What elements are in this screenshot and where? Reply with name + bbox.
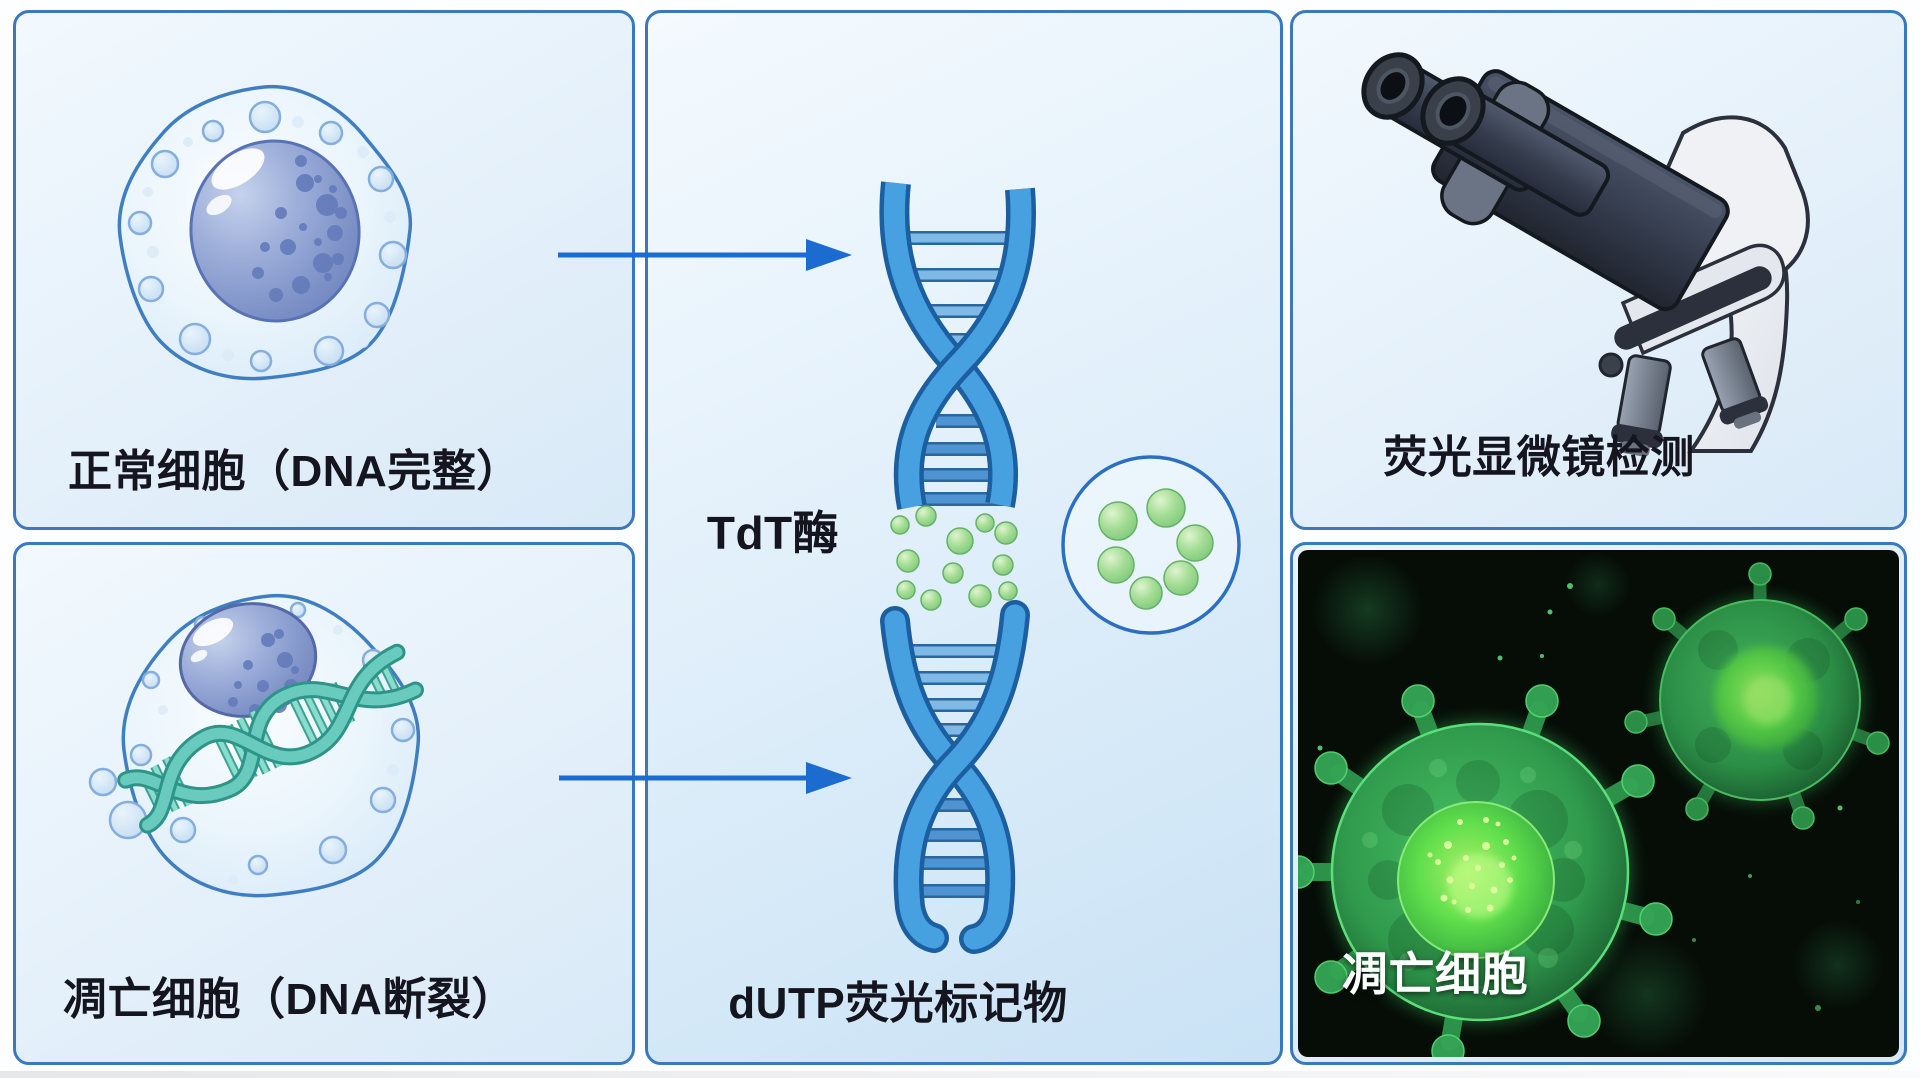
normal-cell-label: 正常细胞（DNA完整） (68, 447, 521, 496)
spike-knobs (1298, 684, 1673, 1057)
cell-nucleus-large (1397, 801, 1555, 959)
dutp-dots (890, 505, 1018, 611)
apoptotic-cell-small (1624, 562, 1890, 830)
dutp-label: dUTP荧光标记物 (728, 979, 1068, 1028)
cytoplasm-speckles (143, 116, 396, 361)
apoptotic-cell-illustration (88, 593, 632, 898)
dna-top-fragment (894, 183, 1021, 507)
eyepiece-opening-left (1361, 52, 1425, 120)
nucleus (189, 139, 361, 323)
panel-micrograph: 凋亡细胞 (1290, 542, 1907, 1065)
cytoplasm-vesicles (88, 601, 416, 876)
panel-tunel-reaction: TdT酶 dUTP荧光标记物 (645, 10, 1283, 1065)
panel-apoptotic-cell: 凋亡细胞（DNA断裂） (13, 542, 635, 1065)
apoptotic-cells-fluorescent-art (1298, 553, 1890, 1057)
nucleus-highlight (211, 148, 265, 190)
chromatin-spots (252, 155, 347, 302)
page-bottom-edge (0, 1071, 1920, 1078)
panel-normal-cell: 正常细胞（DNA完整） (13, 10, 635, 530)
tdt-enzyme-label: TdT酶 (706, 507, 840, 559)
cytoplasm-vesicles (127, 100, 408, 373)
apoptotic-cell-large (1298, 684, 1673, 1057)
micrograph-label: 凋亡细胞 (1342, 948, 1528, 1000)
nucleus-speckles (1427, 817, 1517, 913)
objective-lens-2 (1701, 337, 1769, 429)
objective-lens-1 (1611, 354, 1672, 457)
apoptotic-cell-body (88, 593, 420, 898)
cytoplasm-speckles (158, 625, 399, 885)
normal-cell-illustration (117, 84, 413, 381)
debris-dots (1317, 583, 1860, 1011)
microscope-label: 荧光显微镜检测 (1383, 433, 1695, 482)
fluorescence-micrograph: 凋亡细胞 (1298, 550, 1899, 1057)
eyepiece-opening-right (1420, 76, 1486, 146)
microscope-icon (1361, 52, 1810, 457)
dna-bottom-fragment (895, 615, 1015, 939)
normal-cell-body (117, 84, 413, 381)
background-glows (1313, 553, 1883, 1055)
apoptotic-cell-label: 凋亡细胞（DNA断裂） (63, 975, 516, 1024)
microscope-nosepiece (1598, 243, 1786, 378)
dutp-magnifier-circle (1061, 455, 1241, 635)
panel-microscope: 荧光显微镜检测 (1290, 10, 1907, 530)
broken-dna-helix-icon (648, 13, 1241, 1062)
